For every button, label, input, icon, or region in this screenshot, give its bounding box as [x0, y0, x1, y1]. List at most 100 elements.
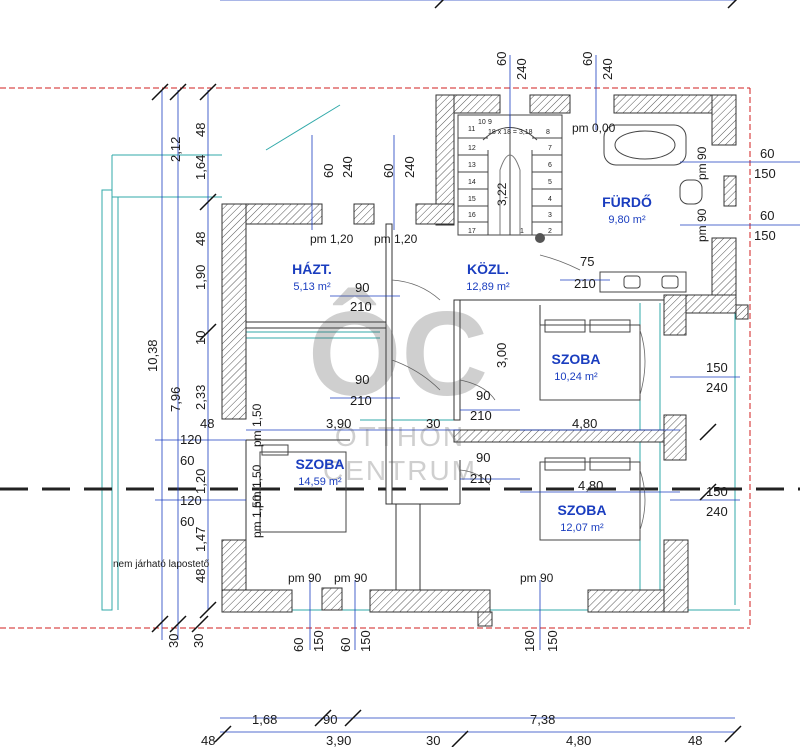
room-area-furdo: 9,80 m² [608, 214, 646, 226]
walls [221, 94, 749, 627]
opening-pm-150-a: pm 1,50 [250, 403, 264, 447]
window-label: 60 [760, 146, 774, 161]
dim-label: 1,47 [193, 527, 208, 552]
stair-step: 16 [468, 212, 476, 219]
door-label: 210 [470, 471, 492, 486]
dim-label: 48 [193, 569, 208, 583]
stair-start-marker [535, 233, 545, 243]
room-name-hazt: HÁZT. [292, 261, 332, 277]
dim-label: 1,64 [193, 155, 208, 180]
dim-label: 1,90 [193, 265, 208, 290]
room-area-szoba-middle: 10,24 m² [554, 371, 598, 383]
window-label: 240 [600, 58, 615, 80]
left-small-dimensions: 120 60 120 60 [180, 432, 202, 529]
window-label: 150 [545, 630, 560, 652]
dim-label: 4,80 [578, 478, 603, 493]
stair-width: 3,22 [495, 182, 509, 206]
dim-label: 3,90 [326, 416, 351, 431]
opening-pm-120-b: pm 1,20 [374, 232, 418, 246]
dim-label: 2,12 [168, 137, 183, 162]
stair-step: 17 [468, 228, 476, 235]
window-label: 150 [754, 166, 776, 181]
terrace-outline [101, 104, 740, 611]
dim-label: 60 [180, 453, 194, 468]
dim-label: 3,00 [494, 343, 509, 368]
opening-pm-150-c: pm 1,50 [250, 494, 264, 538]
door-label: 150 [706, 360, 728, 375]
stair-step: 3 [548, 212, 552, 219]
door-swings [391, 254, 646, 531]
window-label: 150 [311, 630, 326, 652]
window-label: 180 [522, 630, 537, 652]
watermark-line1: OTTHON [335, 421, 465, 452]
room-name-szoba-left: SZOBA [296, 456, 345, 472]
door-label: 90 [355, 280, 369, 295]
watermark-logo: ÔC [308, 286, 488, 421]
door-label: 75 [580, 254, 594, 269]
stair-step: 13 [468, 162, 476, 169]
door-label: 150 [706, 484, 728, 499]
window-label: 150 [358, 630, 373, 652]
door-label: 210 [350, 393, 372, 408]
opening-pm-90-b: pm 90 [334, 571, 368, 585]
window-label: 60 [291, 638, 306, 652]
dim-label: 120 [180, 493, 202, 508]
stair-labels: 18 x 18 = 3,18 3,22 11 12 13 14 15 16 17… [468, 119, 552, 235]
dim-label: 4,80 [566, 733, 591, 747]
dim-label: 48 [193, 232, 208, 246]
dim-label: 48 [193, 123, 208, 137]
dim-label: 30 [166, 634, 181, 648]
dim-label: 60 [180, 514, 194, 529]
window-label: 60 [580, 52, 595, 66]
opening-pm-90-d: pm 90 [695, 146, 709, 180]
stair-formula: 18 x 18 = 3,18 [488, 129, 533, 136]
stair-step: 8 [546, 129, 550, 136]
window-label: 60 [338, 638, 353, 652]
stair-step: 1 [520, 228, 524, 235]
bottom-dimensions: 1,68 90 7,38 48 3,90 30 4,80 48 30 30 [166, 634, 702, 747]
stair-step: 10 [478, 119, 486, 126]
room-labels: HÁZT. 5,13 m² KÖZL. 12,89 m² FÜRDŐ 9,80 … [292, 193, 652, 534]
door-label: 90 [476, 388, 490, 403]
stair-step: 7 [548, 145, 552, 152]
site-outline [0, 87, 751, 629]
opening-pm-90-a: pm 90 [288, 571, 322, 585]
opening-pm-90-c: pm 90 [520, 571, 554, 585]
watermark: ÔC OTTHON CENTRUM [308, 286, 488, 486]
roof-note: nem járható lapostető [113, 559, 210, 570]
door-label: 240 [706, 504, 728, 519]
window-labels-right: 60 150 60 150 [754, 146, 776, 243]
opening-pm-150-b: pm 1,50 [250, 464, 264, 508]
room-name-szoba-middle: SZOBA [552, 351, 601, 367]
stair-step: 6 [548, 162, 552, 169]
window-label: 60 [494, 52, 509, 66]
door-label: 210 [350, 299, 372, 314]
inner-dimensions: 3,90 30 4,80 4,80 3,00 [326, 343, 603, 493]
dim-label: 7,38 [530, 712, 555, 727]
stair-step: 15 [468, 196, 476, 203]
door-label: 90 [355, 372, 369, 387]
dim-label: 10,38 [145, 339, 160, 372]
opening-labels: pm 1,20 pm 1,20 pm 0,00 pm 90 pm 90 pm 9… [250, 121, 709, 585]
room-name-kozl: KÖZL. [467, 261, 509, 277]
dim-label: 2,33 [193, 385, 208, 410]
window-label: 150 [754, 228, 776, 243]
dim-label: 30 [426, 733, 440, 747]
dim-label: 10 [193, 331, 208, 345]
door-labels: 90 210 90 210 90 210 90 210 75 210 150 2… [350, 254, 728, 519]
window-labels-bottom: 60 150 60 150 180 150 [291, 630, 560, 652]
staircase [457, 114, 563, 236]
stair-step: 4 [548, 196, 552, 203]
opening-pm-120-a: pm 1,20 [310, 232, 354, 246]
window-labels-top: 60 240 60 240 60 240 60 240 [321, 52, 615, 178]
window-label: 60 [760, 208, 774, 223]
dim-label: 1,68 [252, 712, 277, 727]
dim-label: 7,96 [168, 387, 183, 412]
door-label: 240 [706, 380, 728, 395]
door-label: 210 [574, 276, 596, 291]
door-label: 90 [476, 450, 490, 465]
stair-step: 9 [488, 119, 492, 126]
room-area-szoba-lower: 12,07 m² [560, 522, 604, 534]
